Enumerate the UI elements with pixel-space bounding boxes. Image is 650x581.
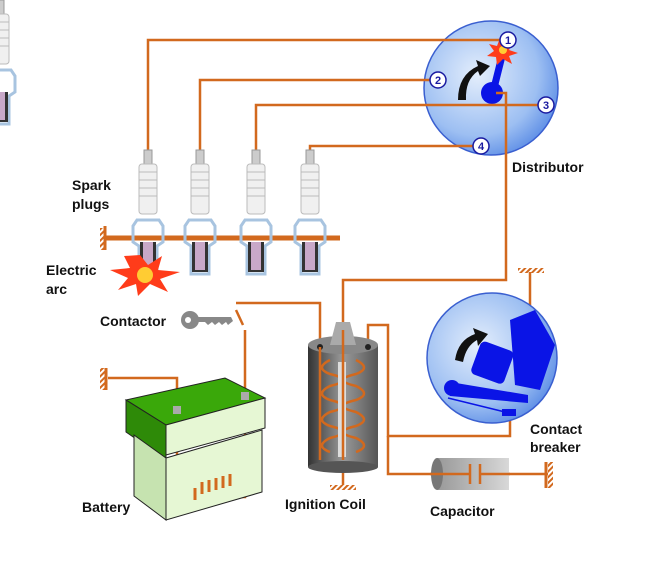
electric-arc-label-line2: arc — [46, 281, 68, 297]
ground-symbol — [100, 228, 106, 250]
electric-arc-label-line1: Electric — [46, 262, 97, 278]
spark-plugs-label-line2: plugs — [72, 196, 110, 212]
terminal-1: 1 — [505, 35, 511, 47]
ignition-coil-label: Ignition Coil — [285, 496, 366, 512]
terminal-3: 3 — [543, 100, 549, 112]
battery-label: Battery — [82, 499, 131, 515]
contact-breaker-label-line1: Contact — [530, 421, 583, 437]
battery — [124, 377, 267, 521]
distributor-terminals: 1 2 3 4 — [429, 31, 555, 155]
capacitor — [430, 458, 553, 490]
ignition-coil — [308, 322, 378, 490]
spark-plugs-label-line1: Spark — [72, 177, 111, 193]
spark-plugs — [0, 0, 327, 276]
key-icon — [181, 311, 233, 329]
distributor — [423, 20, 559, 156]
rotation-arrow-icon — [458, 60, 490, 100]
contact-breaker — [426, 268, 558, 424]
terminal-2: 2 — [435, 75, 441, 87]
contactor-label: Contactor — [100, 313, 167, 329]
spark-plug — [0, 0, 17, 126]
distributor-label: Distributor — [512, 159, 584, 175]
capacitor-label: Capacitor — [430, 503, 495, 519]
terminal-4: 4 — [478, 141, 485, 153]
contact-breaker-label-line2: breaker — [530, 439, 581, 455]
rotation-arrow-icon — [455, 328, 488, 362]
